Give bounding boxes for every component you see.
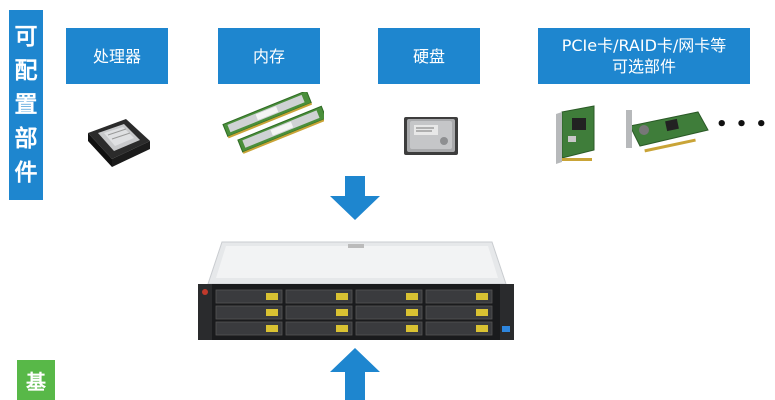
side-label-char-3: 置 (14, 92, 38, 118)
category-memory-label: 内存 (252, 46, 285, 66)
hard-disk-icon (404, 117, 458, 155)
category-cpu: 处理器 (66, 28, 168, 84)
rack-server-icon (198, 241, 514, 340)
side-label-char-2: 配 (14, 58, 38, 84)
base-label-text: 基 (26, 369, 46, 394)
category-disk-label: 硬盘 (412, 46, 445, 66)
arrow-down-icon (330, 176, 380, 220)
configurable-components-label: 可 配 置 部 件 (9, 10, 43, 200)
category-cpu-label: 处理器 (92, 46, 141, 66)
base-label: 基 (17, 360, 55, 400)
cpu-chip-icon (88, 119, 150, 167)
side-label-char-1: 可 (14, 24, 38, 50)
side-label-char-4: 部 (14, 126, 38, 152)
category-pcie-line1: PCIe卡/RAID卡/网卡等 (561, 36, 727, 55)
network-card-icon (626, 110, 709, 153)
memory-module-icon (222, 92, 324, 154)
arrow-up-icon (330, 348, 380, 400)
more-components-ellipsis: • • • (716, 114, 769, 135)
side-label-char-5: 件 (14, 160, 38, 186)
category-pcie-cards: PCIe卡/RAID卡/网卡等 可选部件 (538, 28, 750, 84)
category-memory: 内存 (218, 28, 320, 84)
raid-card-icon (556, 105, 595, 164)
category-pcie-line2: 可选部件 (611, 57, 676, 76)
category-disk: 硬盘 (378, 28, 480, 84)
